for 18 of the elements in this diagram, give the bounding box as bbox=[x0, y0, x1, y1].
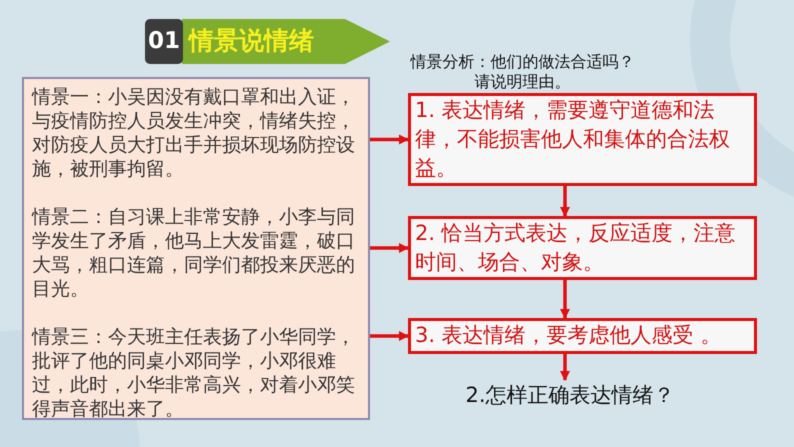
question-text: 情景分析：他们的做法合适吗？请说明理由。 bbox=[409, 52, 636, 92]
number-badge: 01 bbox=[145, 19, 183, 64]
scenario-box bbox=[22, 77, 370, 420]
scenario-text: 情景一：小吴因没有戴口罩和出入证，与疫情防控人员发生冲突，情绪失控，对防疫人员大打出手并损坏现场防控设施，被刑事拘留。 bbox=[32, 85, 356, 181]
scenario-text: 情景三：今天班主任表扬了小华同学，批评了他的同桌小邓同学，小邓很难过，此时，小华非常高兴，对着小邓笑得声音都出来了。 bbox=[32, 325, 356, 421]
title-banner bbox=[182, 19, 390, 64]
arrow bbox=[560, 280, 570, 319]
conclusion-box: 2. 恰当方式表达，反应适度，注意时间、场合、对象。 bbox=[408, 216, 757, 280]
scenario-text: 情景二：自习课上非常安静，小李与同学发生了矛盾，他马上大发雷霆，破口大骂，粗口连篇，同学们都投来厌恶的目光。 bbox=[32, 205, 356, 301]
arrow bbox=[370, 243, 409, 253]
arrow bbox=[560, 354, 570, 381]
arrow bbox=[560, 186, 570, 217]
conclusion-box: 3. 表达情绪，要考虑他人感受 。 bbox=[408, 318, 757, 354]
question-text: 2.怎样正确表达情绪？ bbox=[460, 380, 680, 410]
section-title: 情景说情绪 bbox=[189, 26, 314, 56]
conclusion-box: 1. 表达情绪，需要遵守道德和法律，不能损害他人和集体的合法权益。 bbox=[408, 93, 757, 186]
arrow bbox=[370, 134, 409, 144]
arrow bbox=[370, 331, 409, 341]
